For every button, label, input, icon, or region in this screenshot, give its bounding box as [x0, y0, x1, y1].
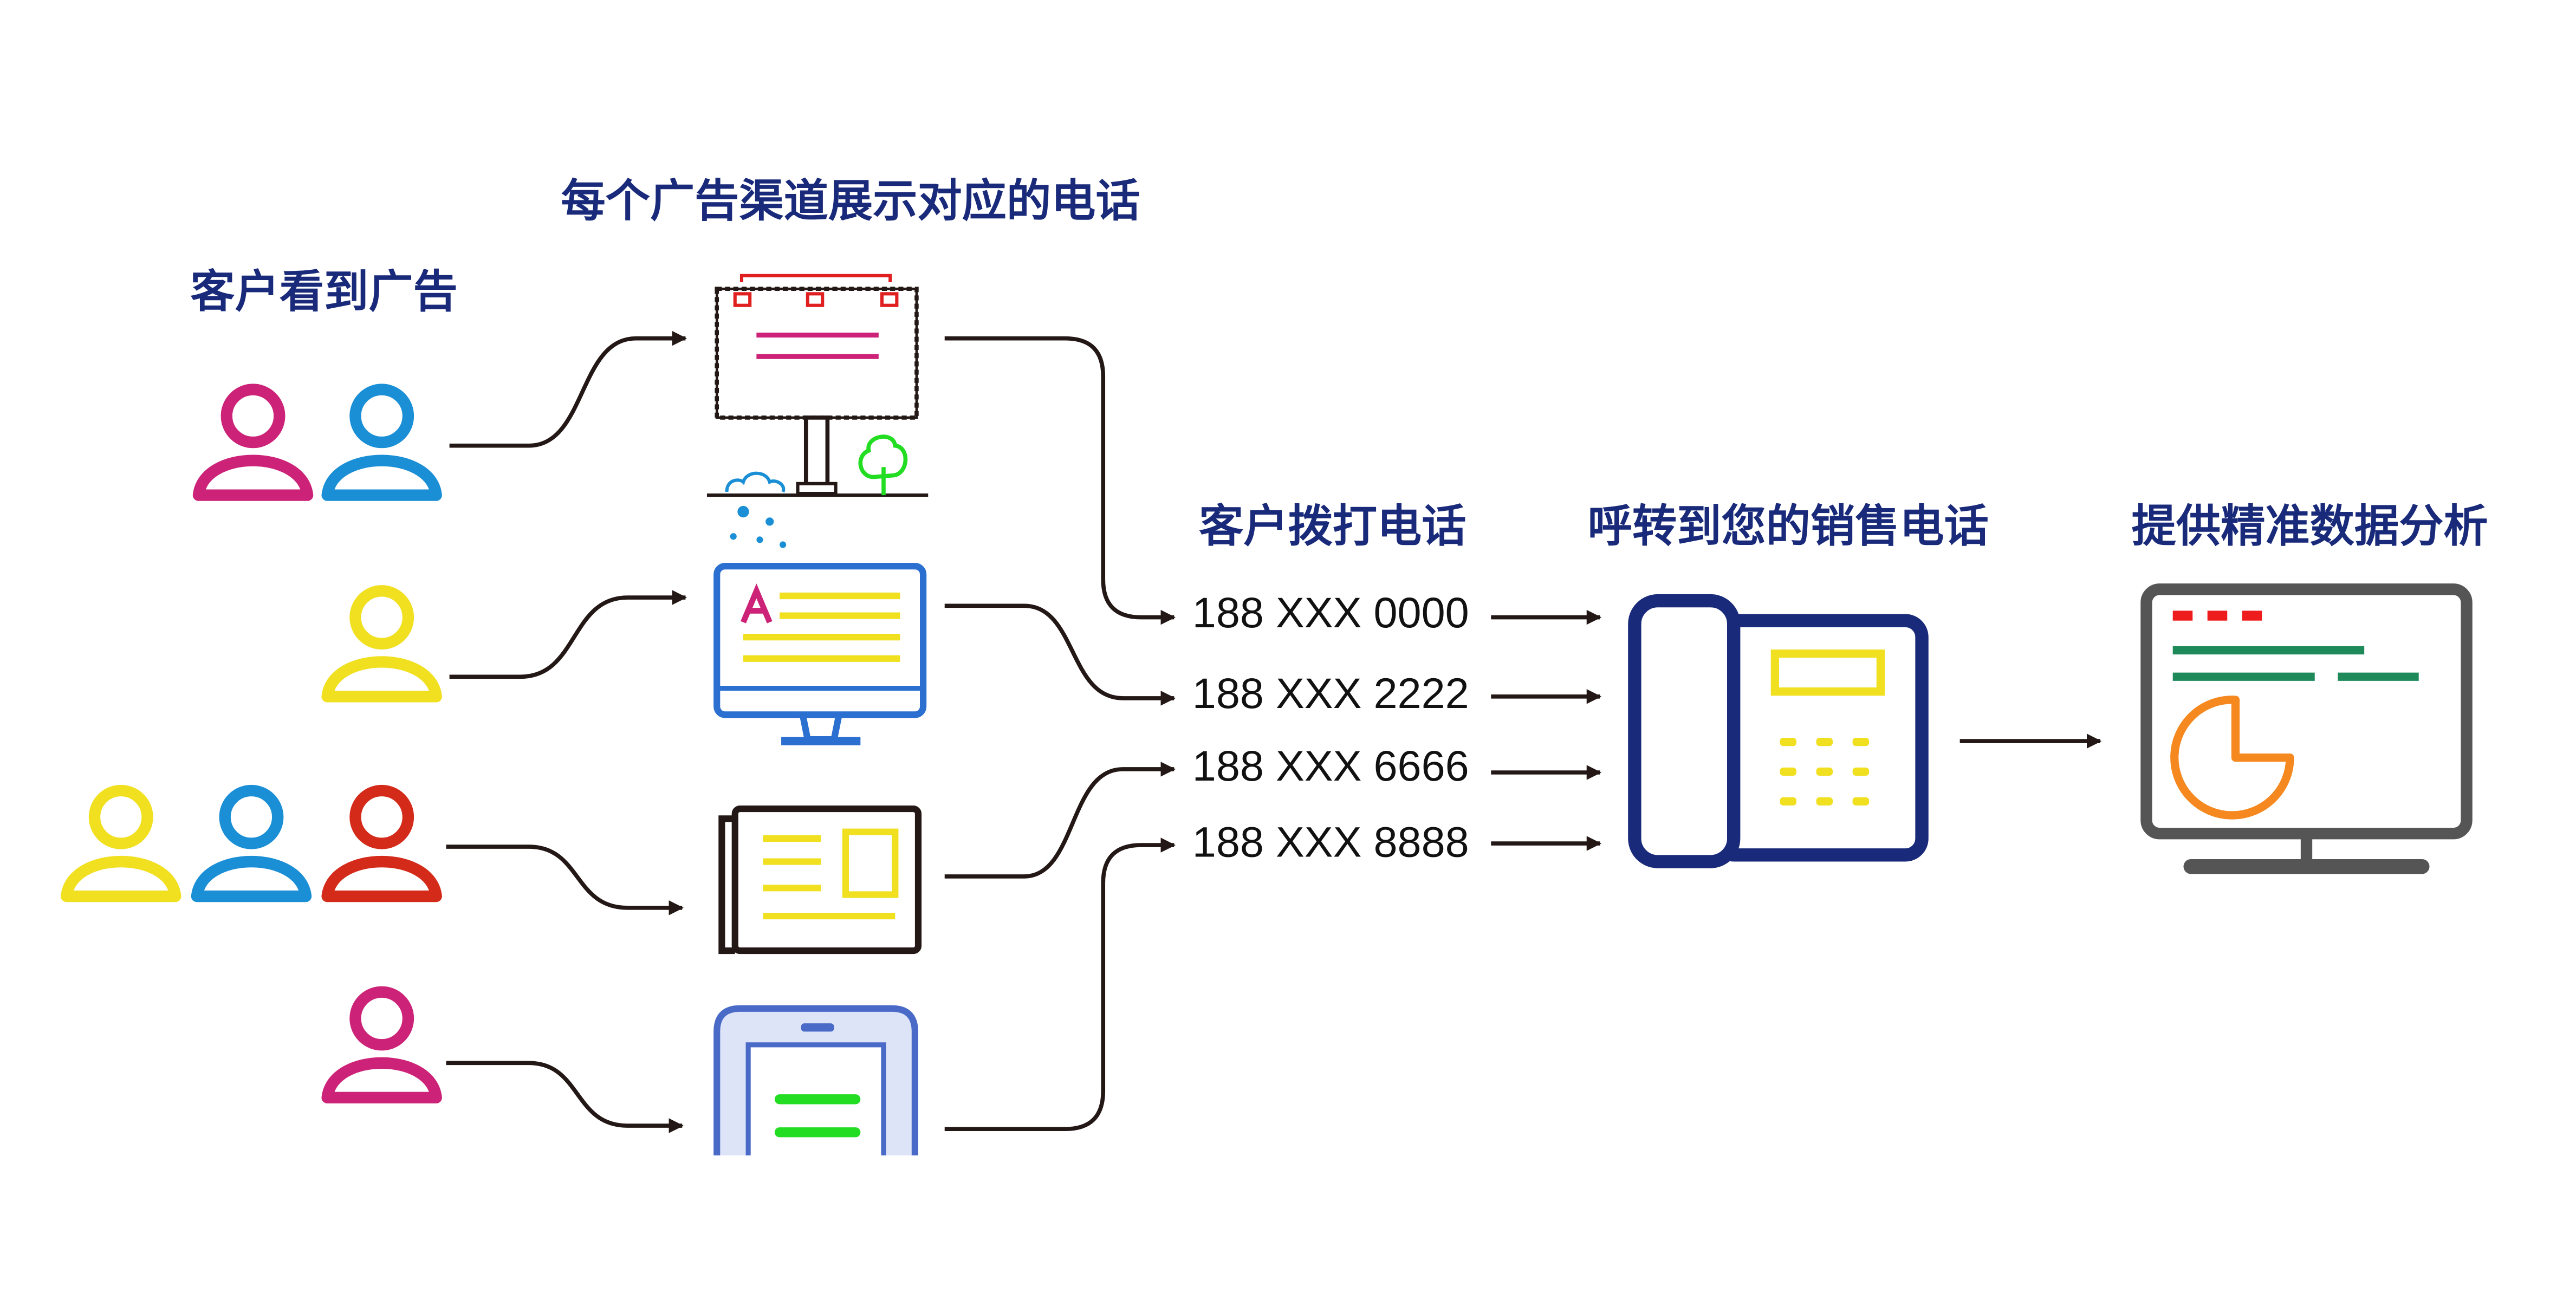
connector-arrow — [944, 603, 1176, 706]
heading-data-analysis: 提供精准数据分析 — [2132, 501, 2488, 552]
connector-arrow — [944, 837, 1176, 1131]
tracking-number: 188 XXX 6666 — [1192, 742, 1469, 790]
customer-to-channel-connectors — [446, 330, 687, 1133]
connector-arrow — [944, 336, 1176, 625]
person-icon — [67, 791, 176, 897]
customer-group-billboard — [198, 389, 436, 495]
connector-arrow — [446, 845, 684, 915]
desk-phone-icon — [1628, 594, 1929, 868]
heading-customer-dials: 客户拨打电话 — [1199, 501, 1467, 552]
tracking-number: 188 XXX 0000 — [1192, 588, 1469, 636]
analytics-monitor-icon — [2140, 583, 2473, 874]
connector-arrow — [944, 762, 1176, 879]
tracking-number: 188 XXX 2222 — [1192, 669, 1469, 717]
billboard-icon — [706, 274, 929, 548]
person-icon — [327, 389, 436, 495]
customer-group-computer — [327, 591, 436, 697]
connector-arrow — [449, 590, 687, 679]
newspaper-icon — [718, 805, 922, 954]
customer-group-newspaper — [67, 791, 437, 897]
person-icon — [198, 389, 307, 495]
connector-arrow — [449, 330, 687, 448]
heading-forward-to-sales: 呼转到您的销售电话 — [1588, 501, 1989, 552]
number-to-phone-connectors — [1491, 609, 1602, 851]
connector-arrow — [446, 1061, 684, 1133]
tracking-number: 188 XXX 8888 — [1192, 817, 1469, 866]
computer-ad-icon — [713, 563, 927, 745]
tracking-number-list: 188 XXX 0000 188 XXX 2222 188 XXX 6666 1… — [1192, 588, 1469, 866]
mobile-phone-icon — [713, 1005, 918, 1155]
person-icon — [327, 992, 436, 1097]
customer-group-mobile — [327, 992, 436, 1097]
person-icon — [327, 591, 436, 697]
heading-channels-show-number: 每个广告渠道展示对应的电话 — [561, 176, 1140, 227]
person-icon — [197, 791, 306, 897]
person-icon — [327, 791, 436, 897]
channel-to-number-connectors — [944, 336, 1176, 1131]
heading-customers-see-ad: 客户看到广告 — [190, 267, 458, 318]
